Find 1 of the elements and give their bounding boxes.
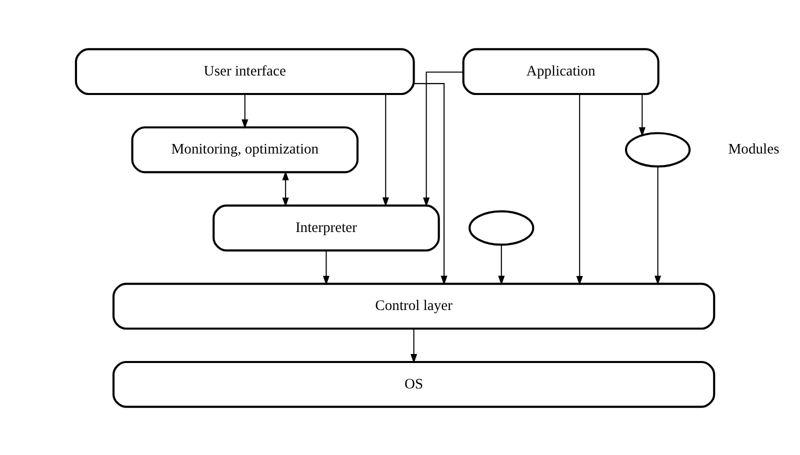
- label: Modules: [728, 141, 780, 158]
